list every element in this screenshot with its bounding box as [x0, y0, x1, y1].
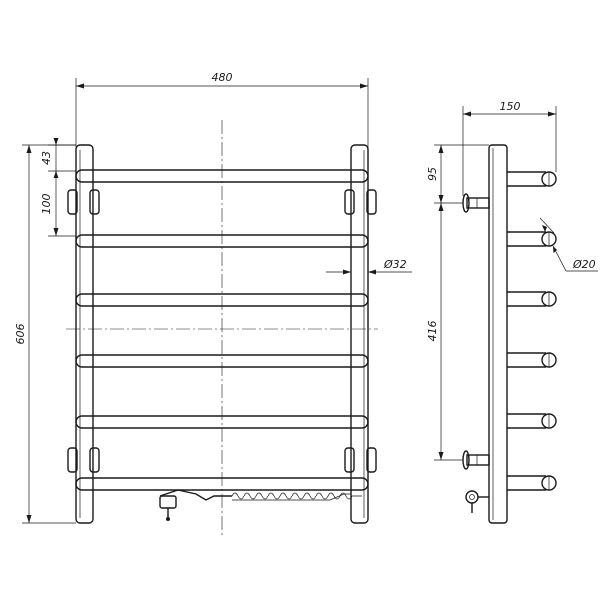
plug-icon	[159, 495, 177, 509]
rung	[75, 477, 369, 491]
dimension-depth: 150	[462, 100, 557, 196]
side-plug	[465, 490, 489, 513]
dimension-side-top-offset: 95	[426, 144, 489, 204]
top-offset-label: 43	[40, 151, 53, 165]
pipe-diameter-label: Ø32	[383, 258, 407, 271]
wall-mount-upper	[462, 193, 490, 213]
side-rung	[507, 413, 557, 429]
heating-coil	[231, 492, 362, 500]
right-vertical-pipe	[350, 144, 369, 524]
height-label: 606	[14, 324, 27, 345]
heating-element	[159, 489, 362, 521]
rung	[75, 234, 369, 248]
side-rung	[507, 171, 557, 187]
side-rung	[507, 231, 557, 247]
rung-pitch-label: 100	[40, 194, 53, 215]
side-rungs	[507, 171, 557, 491]
wall-mount-lower	[462, 450, 490, 470]
rung	[75, 169, 369, 183]
dimension-rung-pitch: 100	[40, 171, 76, 237]
rung	[75, 354, 369, 368]
left-vertical-pipe	[75, 144, 94, 524]
side-rung	[507, 475, 557, 491]
dimension-top-offset: 43	[40, 138, 76, 178]
mount-spacing-label: 416	[426, 321, 439, 342]
width-label: 480	[212, 71, 233, 84]
rung-diameter-label: Ø20	[572, 258, 596, 271]
depth-label: 150	[500, 100, 521, 113]
rungs	[75, 169, 369, 491]
rung	[75, 415, 369, 429]
plug-socket-icon	[465, 490, 479, 504]
side-top-offset-label: 95	[426, 167, 439, 181]
dimension-mount-spacing: 416	[426, 203, 463, 461]
dimension-rung-diameter: Ø20	[539, 217, 598, 272]
dimension-pipe-diameter: Ø32	[326, 258, 412, 275]
side-view: 150 95 416 Ø20	[426, 100, 598, 524]
side-rung	[507, 291, 557, 307]
rung	[75, 293, 369, 307]
front-view: 480 606 43 100	[14, 71, 412, 535]
dimension-width: 480	[75, 71, 369, 148]
side-rung	[507, 352, 557, 368]
wall-brackets-front	[67, 189, 377, 473]
side-vertical-pipe	[488, 144, 508, 524]
side-wall-mounts	[462, 193, 490, 470]
